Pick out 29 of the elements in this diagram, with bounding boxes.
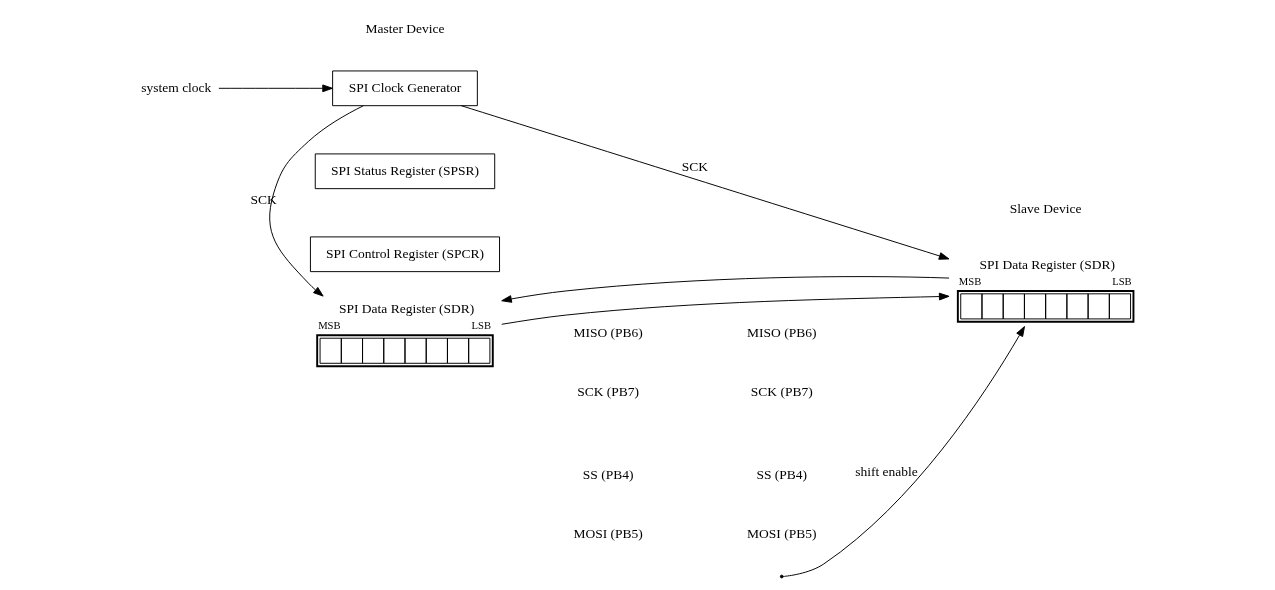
arrow xyxy=(460,105,949,260)
arrow xyxy=(782,326,1025,577)
label: SS (PB4) xyxy=(582,466,633,482)
label: SCK (PB7) xyxy=(750,383,813,399)
node-label: LSB xyxy=(1111,275,1132,287)
node-label: LSB xyxy=(471,320,491,332)
node-box: SPI Status Register (SPSR) xyxy=(314,153,495,190)
label: Slave Device xyxy=(1009,201,1081,217)
node-label: MSB xyxy=(317,320,341,332)
edge-label: SCK xyxy=(681,159,708,175)
arrow xyxy=(500,292,950,325)
label: MISO (PB6) xyxy=(746,324,816,340)
edge-label: SCK xyxy=(250,191,277,207)
arrow xyxy=(500,276,950,303)
node-label: SPI Data Register (SDR) xyxy=(979,256,1115,272)
label: Master Device xyxy=(364,21,445,37)
arrow xyxy=(217,84,333,93)
label: MOSI (PB5) xyxy=(746,525,816,541)
label: SS (PB4) xyxy=(755,466,807,482)
node-box: SPI Control Register (SPCR) xyxy=(309,236,500,273)
node-text: system clock xyxy=(140,79,211,95)
label: MISO (PB6) xyxy=(572,324,643,340)
edge-label: shift enable xyxy=(854,464,918,480)
label: MOSI (PB5) xyxy=(572,525,643,541)
label: SCK (PB7) xyxy=(576,383,639,399)
node-box: SPI Clock Generator xyxy=(331,70,478,107)
node-label: MSB xyxy=(958,275,981,287)
arrow xyxy=(268,105,364,297)
node-label: SPI Data Register (SDR) xyxy=(338,301,474,317)
